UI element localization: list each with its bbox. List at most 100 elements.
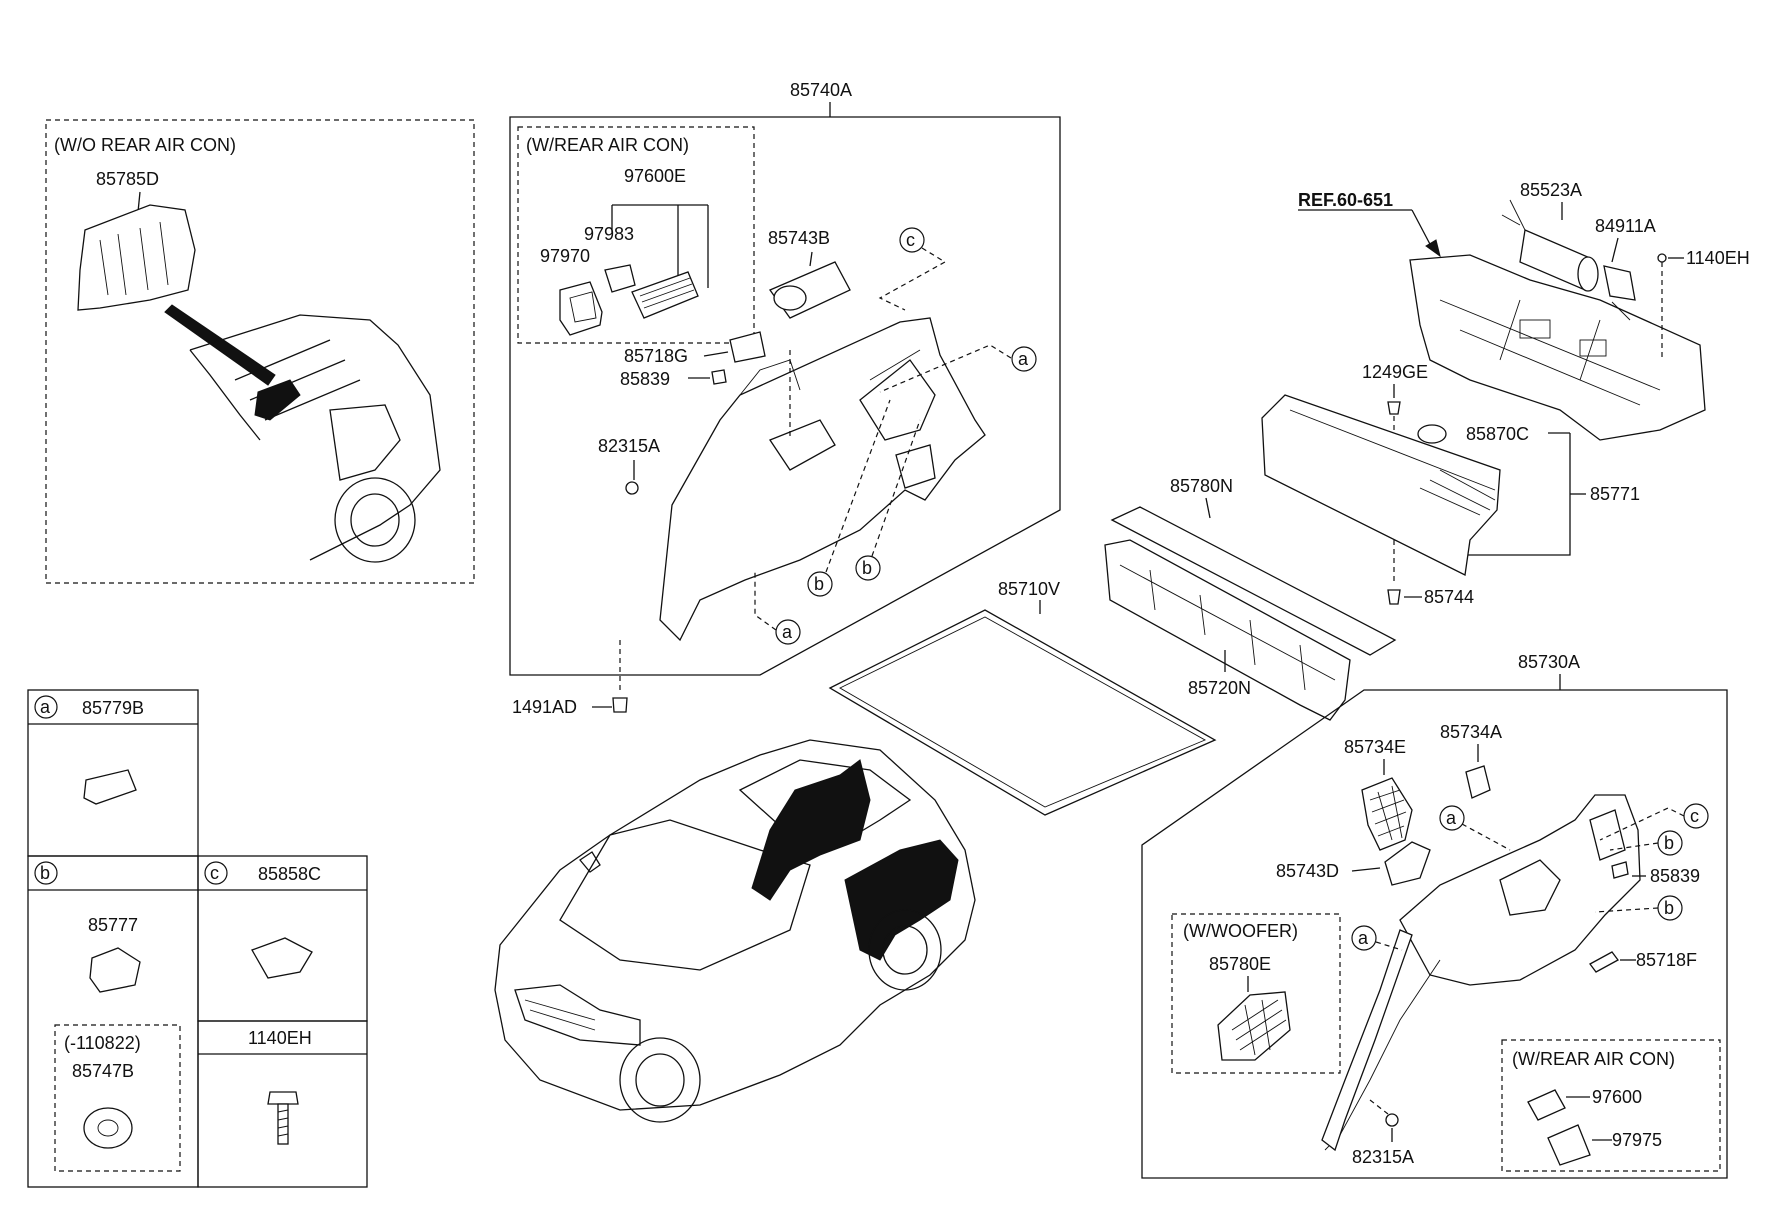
callout-b-right-2-label: b	[1664, 898, 1674, 918]
group-label-w-rear-air-con-top: (W/REAR AIR CON)	[526, 135, 689, 155]
part-85839-right	[1611, 861, 1629, 879]
part-97975-duct	[1547, 1124, 1591, 1166]
part-85780N-cover	[1110, 506, 1397, 656]
part-85740A-trim-panel	[659, 317, 986, 642]
group-label-w-woofer: (W/WOOFER)	[1183, 921, 1298, 941]
label-85785D: 85785D	[96, 169, 159, 189]
part-85734A	[1465, 765, 1491, 799]
legend-table: a 85779B b 85777 (-110822) 85747B c 8585…	[27, 689, 368, 1188]
part-85710V-mat	[828, 609, 1217, 816]
legend-85779B-icon	[83, 769, 137, 805]
label-82315A-bottom: 82315A	[1352, 1147, 1414, 1167]
label-1491AD: 1491AD	[512, 697, 577, 717]
callout-b-top-1-label: b	[814, 574, 824, 594]
label-85740A: 85740A	[790, 80, 852, 100]
callout-a-top-bottom-label: a	[782, 622, 793, 642]
part-85734E-grille	[1361, 777, 1413, 851]
label-85734E: 85734E	[1344, 737, 1406, 757]
85771-group: 1249GE 85870C 85771 85744	[1261, 362, 1640, 607]
label-85780E: 85780E	[1209, 954, 1271, 974]
label-85771: 85771	[1590, 484, 1640, 504]
label-85523A: 85523A	[1520, 180, 1582, 200]
85780N-group: 85780N 85720N	[1104, 476, 1397, 721]
label-97600: 97600	[1592, 1087, 1642, 1107]
legend-callout-c-label: c	[210, 863, 219, 883]
callout-a-top-right	[1011, 346, 1037, 372]
callout-a-right-2-label: a	[1358, 928, 1369, 948]
label-85730A: 85730A	[1518, 652, 1580, 672]
part-97983-clip	[604, 264, 636, 293]
label-85720N: 85720N	[1188, 678, 1251, 698]
85710V-group: 85710V	[828, 579, 1217, 816]
callout-a-right-2	[1351, 925, 1377, 951]
legend-part-85858C: 85858C	[258, 864, 321, 884]
legend-1140EH-screw-icon	[267, 1091, 299, 1145]
label-97970: 97970	[540, 246, 590, 266]
legend-85747B-icon	[83, 1107, 133, 1149]
callout-b-top-2	[855, 555, 881, 581]
callout-c-top-label: c	[906, 230, 915, 250]
label-97983: 97983	[584, 224, 634, 244]
part-82315A-bottom	[1385, 1113, 1399, 1127]
label-1140EH-top: 1140EH	[1686, 248, 1750, 268]
label-85839-top: 85839	[620, 369, 670, 389]
legend-part-1140EH: 1140EH	[248, 1028, 312, 1048]
callout-b-right-1-label: b	[1664, 833, 1674, 853]
callout-a-top-bottom	[775, 619, 801, 645]
part-85870C	[1417, 424, 1447, 444]
part-97600E-grille	[631, 271, 699, 319]
legend-callout-a	[34, 695, 58, 719]
legend-85777-icon	[89, 947, 141, 993]
link-arrow	[164, 304, 276, 386]
legend-part-85779B: 85779B	[82, 698, 144, 718]
suv-illustration	[494, 739, 976, 1123]
part-1140EH-top	[1657, 253, 1667, 263]
part-85718F	[1589, 951, 1619, 973]
85730A-group: 85730A 85734E 85734A 85743D a c b	[1141, 652, 1728, 1179]
label-97600E: 97600E	[624, 166, 686, 186]
label-85743D: 85743D	[1276, 861, 1339, 881]
85740A-group: 85740A (W/REAR AIR CON) 97600E 97983 979…	[509, 80, 1061, 717]
rear-floor-pan	[1409, 254, 1706, 441]
part-82315A-top	[625, 481, 639, 495]
part-85720N-tray	[1104, 539, 1351, 721]
callout-c-right-label: c	[1690, 806, 1699, 826]
ref-label: REF.60-651	[1298, 190, 1393, 210]
group-label-w-rear-air-con-bottom: (W/REAR AIR CON)	[1512, 1049, 1675, 1069]
legend-85858C-icon	[251, 937, 313, 979]
label-1249GE: 1249GE	[1362, 362, 1428, 382]
label-85744: 85744	[1424, 587, 1474, 607]
legend-callout-b-label: b	[40, 863, 50, 883]
callout-a-right-1-label: a	[1446, 808, 1457, 828]
part-85743D-holder	[1384, 841, 1431, 886]
part-1491AD	[612, 697, 628, 713]
legend-date-note: (-110822)	[64, 1033, 141, 1053]
label-85734A: 85734A	[1440, 722, 1502, 742]
label-97975: 97975	[1612, 1130, 1662, 1150]
group-label-wo-rear-air-con: (W/O REAR AIR CON)	[54, 135, 236, 155]
callout-c-top	[899, 227, 925, 253]
label-82315A-top: 82315A	[598, 436, 660, 456]
part-85743B-holder	[769, 261, 851, 319]
car-rear-outline	[189, 314, 441, 563]
part-85780E-woofer	[1217, 991, 1291, 1061]
callout-a-right-1	[1439, 805, 1465, 831]
label-85718F: 85718F	[1636, 950, 1697, 970]
callout-b-top-1	[807, 571, 833, 597]
legend-callout-a-label: a	[40, 697, 51, 717]
label-84911A: 84911A	[1595, 216, 1656, 236]
part-85785D-panel	[77, 204, 196, 311]
part-84911A-strap	[1603, 265, 1636, 321]
part-1249GE	[1387, 401, 1401, 415]
label-85780N: 85780N	[1170, 476, 1233, 496]
part-85730A-trim-panel	[1321, 794, 1641, 1152]
legend-callout-b	[34, 861, 58, 885]
label-85839-right: 85839	[1650, 866, 1700, 886]
label-85743B: 85743B	[768, 228, 830, 248]
part-85744	[1387, 589, 1401, 605]
part-97970-vent	[559, 281, 603, 336]
label-85870C: 85870C	[1466, 424, 1529, 444]
part-85839-top	[711, 369, 727, 385]
label-85718G: 85718G	[624, 346, 688, 366]
